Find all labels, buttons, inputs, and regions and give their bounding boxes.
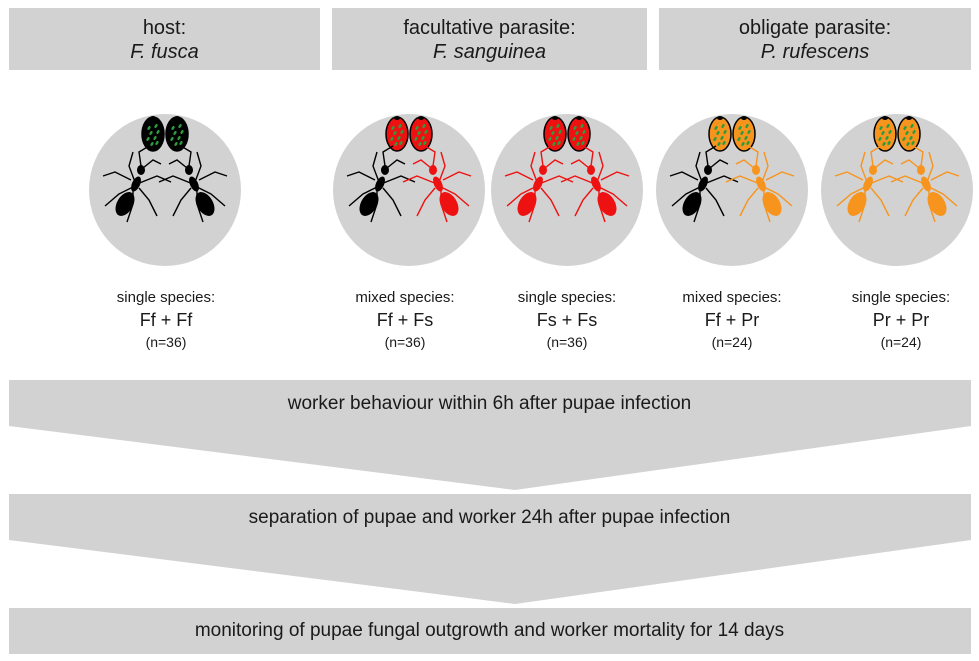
group-type-label: single species: bbox=[517, 289, 617, 306]
stage-1-text: worker behaviour within 6h after pupae i… bbox=[287, 393, 692, 414]
header-facultative-species: F. sanguinea bbox=[432, 41, 547, 63]
header-host-species: F. fusca bbox=[130, 41, 199, 63]
group-pr-pr: single species: Pr + Pr (n=24) bbox=[816, 288, 979, 352]
group-type-label: mixed species: bbox=[682, 289, 782, 306]
arena-3 bbox=[491, 114, 643, 266]
header-obligate-species: P. rufescens bbox=[760, 41, 870, 63]
group-ff-pr: mixed species: Ff + Pr (n=24) bbox=[647, 288, 817, 352]
stage-3-text: monitoring of pupae fungal outgrowth and… bbox=[194, 620, 785, 641]
arena-dish bbox=[491, 114, 643, 266]
arena-illustrations bbox=[89, 114, 973, 266]
group-pair-label: Ff + Pr bbox=[704, 310, 760, 330]
header-host: host: F. fusca bbox=[9, 8, 320, 70]
group-pair-label: Pr + Pr bbox=[872, 310, 930, 330]
group-ff-fs: mixed species: Ff + Fs (n=36) bbox=[320, 288, 490, 352]
header-host-role: host: bbox=[142, 17, 187, 39]
group-sample-size: (n=24) bbox=[880, 334, 922, 350]
arena-dish bbox=[656, 114, 808, 266]
header-obligate-role: obligate parasite: bbox=[738, 17, 892, 39]
arena-2 bbox=[333, 114, 485, 266]
group-sample-size: (n=36) bbox=[384, 334, 426, 350]
group-type-label: single species: bbox=[851, 289, 951, 306]
group-pair-label: Ff + Ff bbox=[139, 310, 193, 330]
header-facultative-parasite: facultative parasite: F. sanguinea bbox=[332, 8, 647, 70]
stage-2-text: separation of pupae and worker 24h after… bbox=[248, 507, 731, 528]
arena-dish bbox=[89, 114, 241, 266]
arena-1 bbox=[89, 114, 241, 266]
group-sample-size: (n=24) bbox=[711, 334, 753, 350]
group-pair-label: Ff + Fs bbox=[376, 310, 434, 330]
header-obligate-parasite: obligate parasite: P. rufescens bbox=[659, 8, 971, 70]
arena-dish bbox=[333, 114, 485, 266]
group-ff-ff: single species: Ff + Ff (n=36) bbox=[81, 288, 251, 352]
arena-dish bbox=[821, 114, 973, 266]
group-fs-fs: single species: Fs + Fs (n=36) bbox=[482, 288, 652, 352]
group-sample-size: (n=36) bbox=[546, 334, 588, 350]
group-type-label: single species: bbox=[116, 289, 216, 306]
header-facultative-role: facultative parasite: bbox=[403, 17, 576, 39]
group-sample-size: (n=36) bbox=[145, 334, 187, 350]
group-pair-label: Fs + Fs bbox=[536, 310, 598, 330]
group-type-label: mixed species: bbox=[355, 289, 455, 306]
arena-4 bbox=[656, 114, 808, 266]
arena-5 bbox=[821, 114, 973, 266]
